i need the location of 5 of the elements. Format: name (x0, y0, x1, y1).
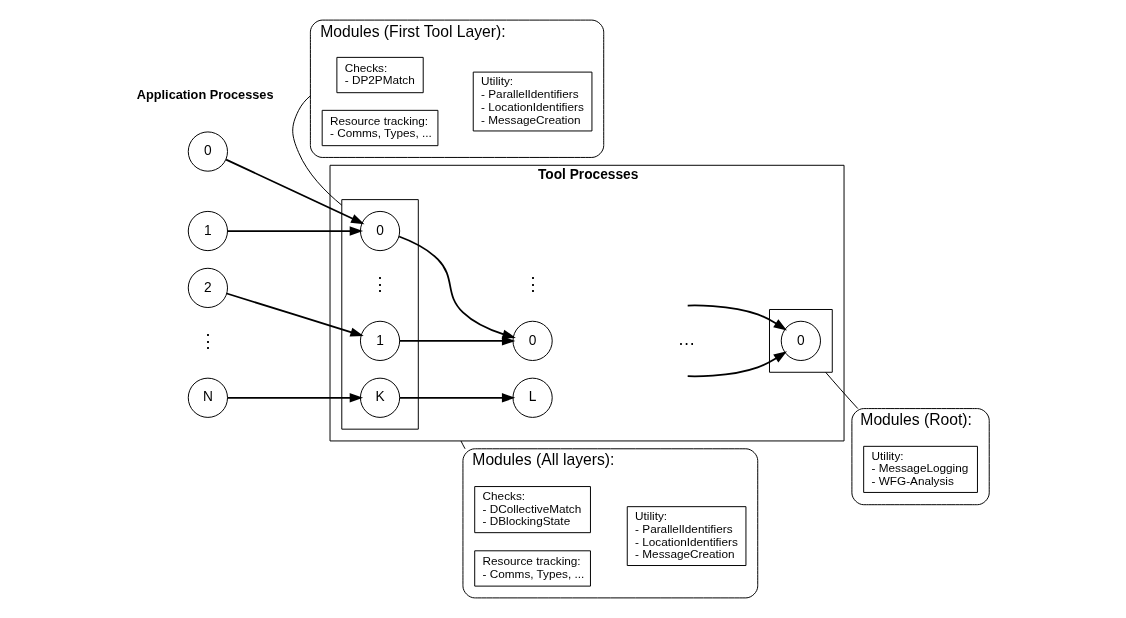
label: … (677, 329, 696, 350)
label: Application Processes (136, 86, 274, 102)
label: ⋮ (198, 331, 217, 352)
label: ⋮ (523, 274, 542, 295)
label: ⋮ (371, 274, 390, 295)
